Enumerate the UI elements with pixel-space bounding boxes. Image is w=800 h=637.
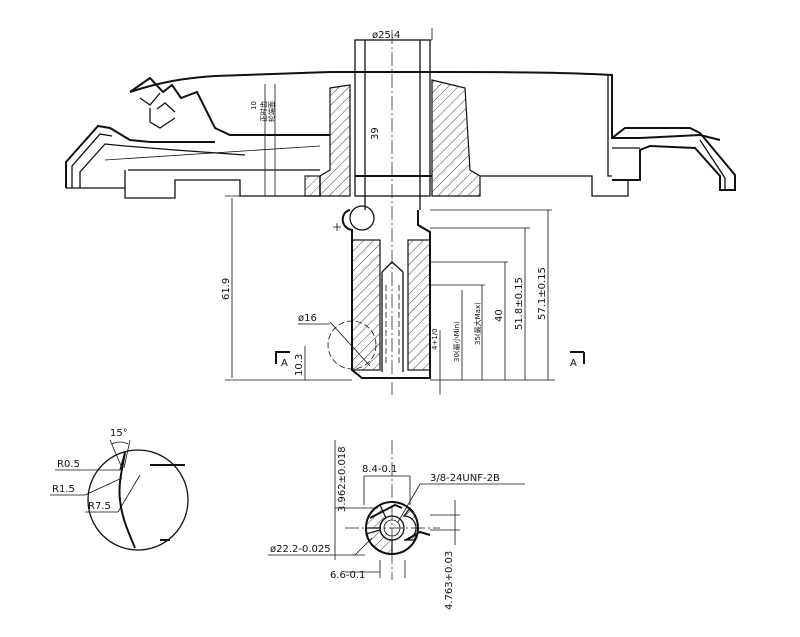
left-lip-outline [129,76,330,136]
label-30: 30(最小Min) [452,321,461,362]
label-40: 40 [494,309,505,322]
main-section-view [65,30,736,395]
label-top-dia: ø25.4 [372,30,400,41]
label-8-4: 8.4-0.1 [362,464,397,475]
label-51-8: 51.8±0.15 [514,277,525,330]
cjk-note-1: 正时齿 [259,101,268,122]
label-r7-5: R7.5 [88,501,111,512]
label-dia22-2: ø22.2-0.025 [270,544,331,555]
label-4-tol: 4+1/0 [431,328,439,350]
label-r0-5: R0.5 [57,459,80,470]
label-35: 35(最大Max) [473,302,482,345]
right-flange [611,127,736,191]
label-10-3: 10.3 [294,354,305,376]
label-39: 39 [370,127,381,140]
hub-right-hatch [431,79,481,197]
detail-circle [87,449,189,551]
label-57-1: 57.1±0.15 [537,267,548,320]
label-thread: 3/8-24UNF-2B [430,473,500,484]
detail-view: 15° R0.5 R1.5 R7.5 [50,428,189,551]
label-dia16: ø16 [298,313,317,324]
central-shaft [354,39,431,197]
label-15deg: 15° [110,428,128,439]
cjk-note-2: 轮端面 [267,101,276,122]
label-r1-5: R1.5 [52,484,75,495]
main-dimensions: ø25.4 39 正时齿 轮端面 10 61.9 57.1±0.15 51.8±… [221,28,585,395]
label-6-6: 6.6-0.1 [330,570,365,581]
cjk-note-num: 10 [250,101,258,110]
label-61-9: 61.9 [221,278,232,300]
section-a-left: A [281,358,288,369]
dia16-circle [327,320,377,370]
section-a-right: A [570,358,577,369]
left-flange [65,124,215,188]
hub-left-hatch [319,84,351,197]
label-3-962: 3.962±0.018 [337,446,348,512]
section-a-a-view: 3.962±0.018 8.4-0.1 3/8-24UNF-2B ø22.2-0… [268,440,525,610]
disc-top-outline [129,71,721,141]
label-4-763: 4.763+0.03 [444,551,455,610]
